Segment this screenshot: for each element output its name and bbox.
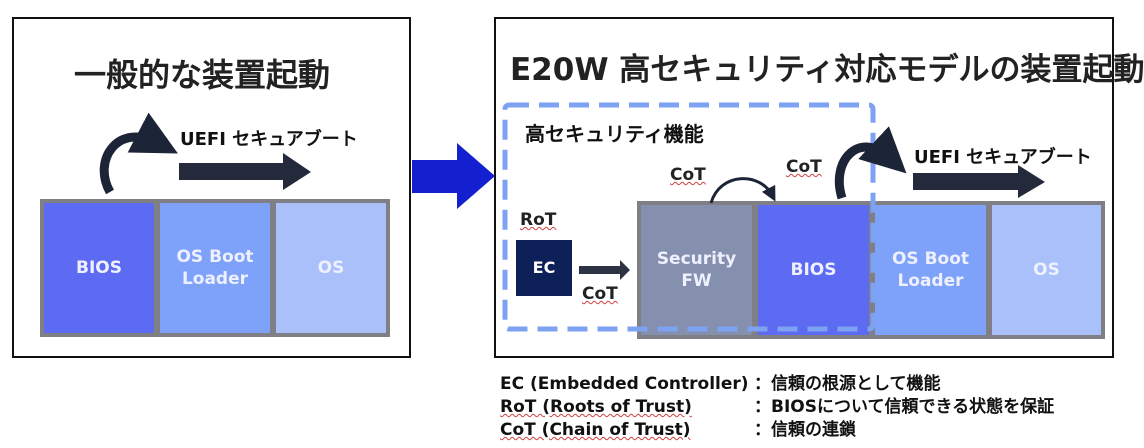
transition-arrow (412, 143, 495, 209)
ec-block: EC (516, 240, 572, 296)
cot-label-security-fw: CoT (670, 165, 706, 185)
security-region-label: 高セキュリティ機能 (525, 122, 704, 146)
legend-cot: CoT (Chain of Trust)：信頼の連鎖 (500, 420, 856, 440)
cot-label-ec: CoT (582, 284, 618, 304)
os-boot-loader-block-right: OS Boot Loader (875, 205, 986, 335)
security-fw-to-bios-arrow (709, 177, 776, 204)
bios-self-check-arrow-left (99, 112, 178, 195)
os-boot-loader-block-left: OS Boot Loader (160, 203, 270, 333)
bios-to-uefi-arrow (834, 126, 907, 200)
uefi-arrow-right (913, 165, 1045, 198)
ec-to-security-fw-arrow (579, 260, 630, 280)
general-boot-title: 一般的な装置起動 (74, 56, 331, 94)
bios-block-right: BIOS (758, 205, 869, 335)
security-fw-block: Security FW (641, 205, 752, 335)
e20w-boot-title: E20W 高セキュリティ対応モデルの装置起動 (510, 52, 1144, 88)
os-block-right: OS (992, 205, 1101, 335)
bios-block-left: BIOS (44, 203, 154, 333)
cot-label-bios: CoT (786, 157, 822, 177)
legend-ec: EC (Embedded Controller)：信頼の根源として機能 (500, 374, 941, 394)
uefi-secure-boot-label-left: UEFI セキュアブート (180, 129, 358, 150)
uefi-secure-boot-label-right: UEFI セキュアブート (914, 147, 1092, 168)
security-region-border (502, 102, 876, 332)
rot-label: RoT (520, 210, 557, 230)
legend-rot: RoT (Roots of Trust)：BIOSについて信頼できる状態を保証 (500, 397, 1055, 417)
uefi-arrow-left (179, 153, 311, 190)
os-block-left: OS (276, 203, 386, 333)
